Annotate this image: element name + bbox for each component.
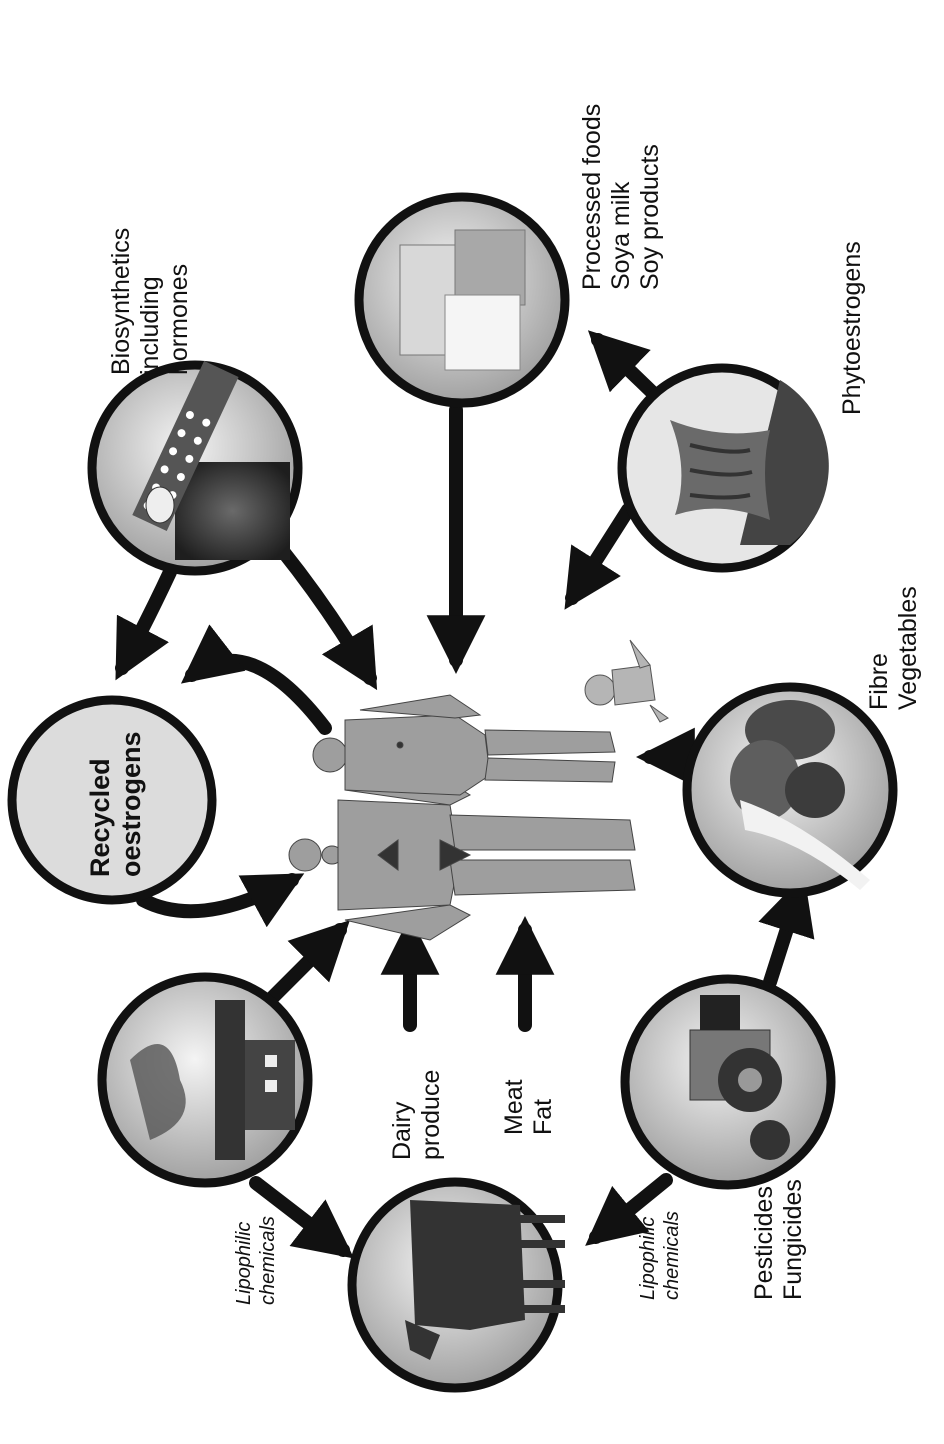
tractor-sprayer-icon — [625, 979, 831, 1185]
factory-smokestack-icon — [102, 977, 308, 1183]
dairy-produce-label: Dairy produce — [388, 1070, 446, 1160]
arrow-humans-to-recycled — [192, 661, 325, 728]
meat-line-1: Meat — [500, 1079, 529, 1135]
soybean-plant-icon — [622, 368, 829, 568]
recycled-line-2: oestrogens — [116, 731, 147, 877]
phyto-line-1: Phytoestrogens — [838, 241, 867, 415]
biosynthetics-line-1: Biosynthetics — [107, 228, 136, 375]
lipo-bottom-line-1: Lipophilic — [636, 1211, 660, 1300]
fibre-line-2: Vegetables — [894, 586, 923, 710]
recycled-oestrogens-label: Recycled oestrogens — [85, 731, 147, 877]
processed-line-2: Soya milk — [607, 104, 636, 290]
dairy-line-1: Dairy — [388, 1070, 417, 1160]
lipo-bottom-line-2: chemicals — [660, 1211, 684, 1300]
biosynthetics-line-3: hormones — [165, 228, 194, 375]
biosynthetics-label: Biosynthetics including hormones — [107, 228, 194, 375]
biosynthetics-line-2: including — [136, 228, 165, 375]
arrow-phyto-to-humans — [572, 510, 628, 598]
man-figure — [289, 770, 635, 940]
vegetables-basket-icon — [687, 687, 893, 893]
meat-line-2: Fat — [529, 1079, 558, 1135]
meat-fat-label: Meat Fat — [500, 1079, 558, 1135]
pesticides-label: Pesticides Fungicides — [750, 1179, 808, 1300]
pill-pack-and-bottle-icon — [92, 361, 298, 571]
arrow-biosynthetics-to-humans — [282, 550, 370, 678]
fibre-line-1: Fibre — [865, 586, 894, 710]
dairy-line-2: produce — [417, 1070, 446, 1160]
phytoestrogens-label: Phytoestrogens — [838, 241, 867, 415]
arrow-industry-to-humans — [270, 930, 340, 1000]
lipophilic-chemicals-bottom-label: Lipophilic chemicals — [636, 1211, 684, 1300]
arrow-phyto-to-processed — [598, 340, 655, 395]
arrow-pesticides-to-fibre — [770, 888, 800, 982]
lipo-top-line-2: chemicals — [256, 1216, 280, 1305]
processed-line-1: Processed foods — [578, 104, 607, 290]
food-cartons-icon — [359, 197, 565, 403]
pesticides-line-1: Pesticides — [750, 1179, 779, 1300]
woman-figure — [313, 695, 615, 795]
pesticides-line-2: Fungicides — [779, 1179, 808, 1300]
processed-foods-label: Processed foods Soya milk Soy products — [578, 104, 665, 290]
lipophilic-chemicals-top-label: Lipophilic chemicals — [232, 1216, 280, 1305]
arrow-biosynthetics-to-recycled — [122, 572, 170, 668]
fibre-vegetables-label: Fibre Vegetables — [865, 586, 923, 710]
baby-figure — [585, 640, 668, 722]
cow-icon — [352, 1182, 565, 1388]
recycled-line-1: Recycled — [85, 731, 116, 877]
processed-line-3: Soy products — [636, 104, 665, 290]
lipo-top-line-1: Lipophilic — [232, 1216, 256, 1305]
